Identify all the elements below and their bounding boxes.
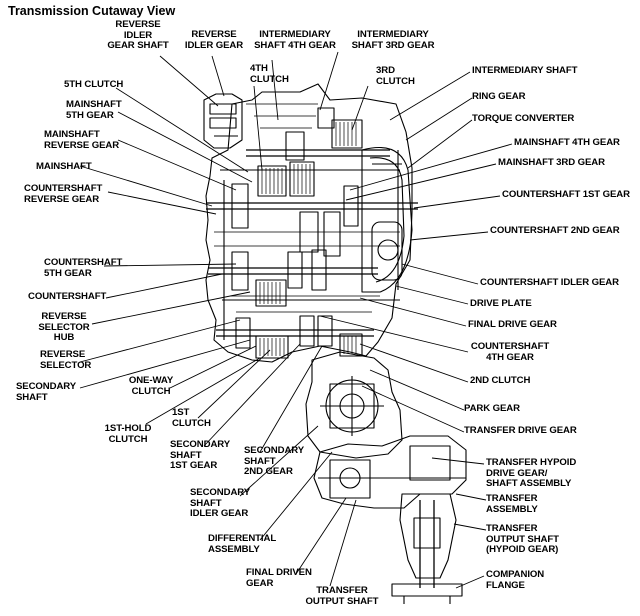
- label-intermediary-shaft-4th-gear: INTERMEDIARY SHAFT 4TH GEAR: [254, 29, 336, 51]
- label-secondary-shaft-2nd-gear: SECONDARY SHAFT 2ND GEAR: [244, 445, 305, 477]
- label-countershaft-4th-gear: COUNTERSHAFT 4TH GEAR: [470, 341, 550, 363]
- differential-housing: [305, 351, 403, 459]
- label-1st-hold-clutch: 1ST-HOLD CLUTCH: [104, 423, 152, 445]
- label-4th-clutch: 4TH CLUTCH: [250, 63, 289, 85]
- label-intermediary-shaft: INTERMEDIARY SHAFT: [472, 65, 578, 76]
- label-park-gear: PARK GEAR: [464, 403, 520, 414]
- label-transfer-hypoid-drive-gear: TRANSFER HYPOID DRIVE GEAR/ SHAFT ASSEMB…: [486, 457, 577, 489]
- label-final-drive-gear: FINAL DRIVE GEAR: [468, 319, 557, 330]
- label-reverse-idler-gear: REVERSE IDLER GEAR: [184, 29, 244, 51]
- transfer-output-housing: [399, 493, 457, 579]
- label-intermediary-shaft-3rd-gear: INTERMEDIARY SHAFT 3RD GEAR: [351, 29, 435, 51]
- label-ring-gear: RING GEAR: [472, 91, 526, 102]
- transfer-housing: [313, 435, 467, 509]
- torque-converter: [361, 146, 413, 293]
- label-mainshaft-5th-gear: MAINSHAFT 5TH GEAR: [66, 99, 122, 121]
- label-countershaft-1st-gear: COUNTERSHAFT 1ST GEAR: [502, 189, 630, 200]
- label-countershaft-5th-gear: COUNTERSHAFT 5TH GEAR: [44, 257, 123, 279]
- label-5th-clutch: 5TH CLUTCH: [64, 79, 124, 90]
- label-torque-converter: TORQUE CONVERTER: [472, 113, 575, 124]
- reverse-idler-housing: [203, 93, 243, 149]
- label-secondary-shaft: SECONDARY SHAFT: [16, 381, 77, 403]
- label-transfer-assembly: TRANSFER ASSEMBLY: [486, 493, 538, 515]
- companion-flange: [391, 583, 463, 597]
- label-differential-assembly: DIFFERENTIAL ASSEMBLY: [208, 533, 277, 555]
- diagram-title: Transmission Cutaway View: [8, 4, 176, 18]
- label-one-way-clutch: ONE-WAY CLUTCH: [128, 375, 174, 397]
- label-countershaft: COUNTERSHAFT: [28, 291, 107, 302]
- label-companion-flange: COMPANION FLANGE: [486, 569, 545, 591]
- label-mainshaft-3rd-gear: MAINSHAFT 3RD GEAR: [498, 157, 605, 168]
- label-reverse-selector: REVERSE SELECTOR: [40, 349, 92, 371]
- label-final-driven-gear: FINAL DRIVEN GEAR: [246, 567, 312, 589]
- label-transfer-output-shaft: TRANSFER OUTPUT SHAFT: [305, 585, 379, 607]
- label-reverse-selector-hub: REVERSE SELECTOR HUB: [38, 311, 90, 343]
- label-transfer-output-shaft-hypoid: TRANSFER OUTPUT SHAFT (HYPOID GEAR): [486, 523, 559, 555]
- label-mainshaft: MAINSHAFT: [36, 161, 92, 172]
- label-secondary-shaft-idler-gear: SECONDARY SHAFT IDLER GEAR: [190, 487, 251, 519]
- label-countershaft-2nd-gear: COUNTERSHAFT 2ND GEAR: [490, 225, 620, 236]
- label-transfer-drive-gear: TRANSFER DRIVE GEAR: [464, 425, 577, 436]
- label-countershaft-idler-gear: COUNTERSHAFT IDLER GEAR: [480, 277, 619, 288]
- label-secondary-shaft-1st-gear: SECONDARY SHAFT 1ST GEAR: [170, 439, 231, 471]
- label-reverse-idler-gear-shaft: REVERSE IDLER GEAR SHAFT: [107, 19, 169, 51]
- label-1st-clutch: 1ST CLUTCH: [172, 407, 211, 429]
- label-2nd-clutch: 2ND CLUTCH: [470, 375, 531, 386]
- transmission-housing: [205, 83, 413, 363]
- leader-lines: [79, 51, 513, 589]
- label-mainshaft-reverse-gear: MAINSHAFT REVERSE GEAR: [44, 129, 120, 151]
- label-mainshaft-4th-gear: MAINSHAFT 4TH GEAR: [514, 137, 620, 148]
- label-drive-plate: DRIVE PLATE: [470, 298, 532, 309]
- label-countershaft-reverse-gear: COUNTERSHAFT REVERSE GEAR: [24, 183, 103, 205]
- label-3rd-clutch: 3RD CLUTCH: [376, 65, 415, 87]
